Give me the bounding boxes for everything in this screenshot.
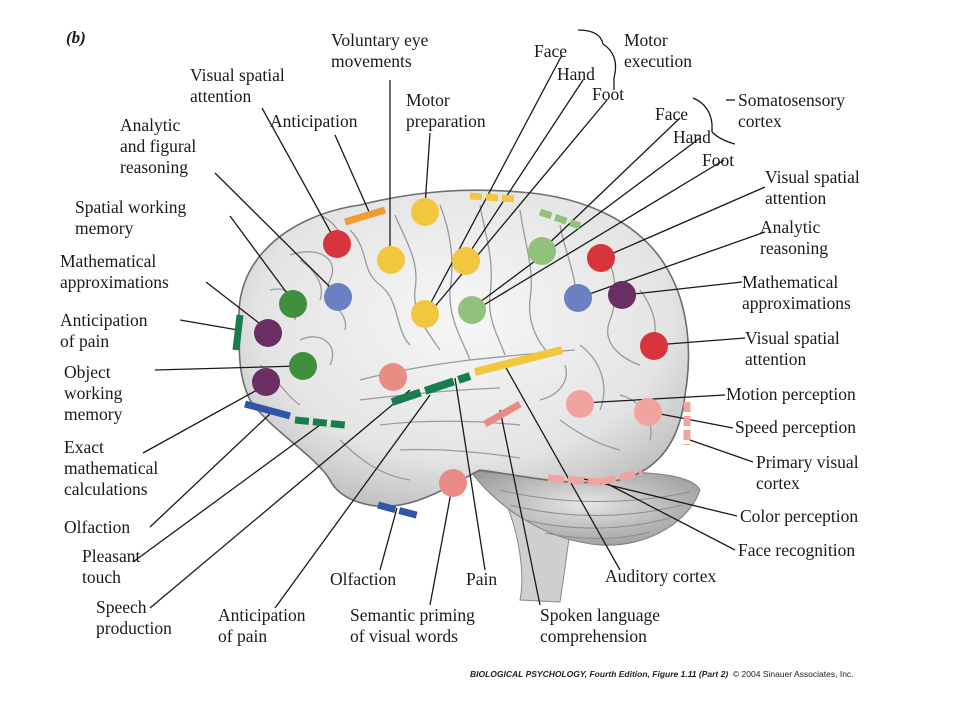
region-bars <box>232 192 691 520</box>
region-marks <box>252 198 668 497</box>
panel-label: (b) <box>66 28 86 47</box>
credit-title: BIOLOGICAL PSYCHOLOGY, Fourth Edition, F… <box>470 669 729 679</box>
label-pleasant-touch: Pleasant touch <box>82 546 141 587</box>
label-motor-foot: Foot <box>592 84 625 104</box>
anticipation-region <box>343 206 387 226</box>
label-olfaction-bottom: Olfaction <box>330 569 397 589</box>
face-recognition-region <box>599 468 643 486</box>
label-exact-math: Exact mathematical calculations <box>64 437 159 499</box>
label-analytic-reasoning: Analytic reasoning <box>760 217 829 258</box>
spatial-working-memory-region <box>279 290 307 318</box>
pain-region <box>439 469 467 497</box>
motor-preparation-region <box>411 198 439 226</box>
anticipation-of-pain-frontal-region <box>232 314 244 351</box>
spoken-language-region <box>474 346 563 376</box>
math-approximations-parietal <box>608 281 636 309</box>
voluntary-eye-movements-region <box>377 246 405 274</box>
visual-spatial-attention-parietal-1 <box>587 244 615 272</box>
label-spoken-language: Spoken language comprehension <box>540 605 661 646</box>
label-spatial-working-memory: Spatial working memory <box>75 197 187 238</box>
label-math-approx-left: Mathematical approximations <box>60 251 169 292</box>
label-analytic-figural-reasoning: Analytic and figural reasoning <box>120 115 197 177</box>
label-olfaction-left: Olfaction <box>64 517 131 537</box>
label-anticipation: Anticipation <box>270 111 358 131</box>
label-anticipation-of-pain-bottom: Anticipation of pain <box>218 605 306 646</box>
anticipation-of-pain-temporal <box>390 372 472 406</box>
visual-spatial-attention-frontal <box>323 230 351 258</box>
label-sensory-face: Face <box>655 104 689 124</box>
label-color-perception: Color perception <box>740 506 859 526</box>
speech-production-region <box>379 363 407 391</box>
label-face-recognition: Face recognition <box>738 540 856 560</box>
label-auditory-cortex: Auditory cortex <box>605 566 717 586</box>
label-motor-face: Face <box>534 41 568 61</box>
motor-execution-face <box>469 192 516 203</box>
label-speech-production: Speech production <box>96 597 172 638</box>
label-semantic-priming: Semantic priming of visual words <box>350 605 475 646</box>
label-voluntary-eye-movements: Voluntary eye movements <box>331 30 429 71</box>
label-motor-hand: Hand <box>557 64 595 84</box>
olfaction-frontal-region <box>244 400 291 420</box>
speed-perception-region <box>634 398 662 426</box>
cerebellum-folia <box>499 489 691 540</box>
object-working-memory-region <box>289 352 317 380</box>
label-anticipation-of-pain-left: Anticipation of pain <box>60 310 148 351</box>
visual-spatial-attention-parietal-2 <box>640 332 668 360</box>
somatosensory-foot <box>538 208 582 230</box>
analytic-reasoning-parietal <box>564 284 592 312</box>
label-object-working-memory: Object working memory <box>64 362 123 424</box>
motor-execution-foot <box>411 300 439 328</box>
figure-credit: BIOLOGICAL PSYCHOLOGY, Fourth Edition, F… <box>470 669 854 679</box>
label-somatosensory-cortex: Somatosensory cortex <box>738 90 845 131</box>
cerebrum <box>238 189 690 508</box>
label-motion-perception: Motion perception <box>726 384 856 404</box>
label-sensory-hand: Hand <box>673 127 711 147</box>
label-visual-spatial-attention-r2: Visual spatial attention <box>745 328 840 369</box>
label-pain: Pain <box>466 569 498 589</box>
leader-lines <box>132 29 766 609</box>
semantic-priming-region <box>483 400 522 428</box>
pleasant-touch-region <box>294 416 346 429</box>
motor-execution-hand <box>452 247 480 275</box>
label-motor-execution: Motor execution <box>624 30 693 71</box>
label-visual-spatial-attention-top: Visual spatial attention <box>190 65 285 106</box>
label-primary-visual-cortex: Primary visual cortex <box>756 452 859 493</box>
analytic-figural-reasoning-region <box>324 283 352 311</box>
label-motor-preparation: Motor preparation <box>406 90 486 131</box>
credit-copyright: © 2004 Sinauer Associates, Inc. <box>732 669 854 679</box>
somatosensory-face <box>528 237 556 265</box>
label-sensory-foot: Foot <box>702 150 735 170</box>
label-visual-spatial-attention-r1: Visual spatial attention <box>765 167 860 208</box>
exact-math-region <box>252 368 280 396</box>
label-math-approx-right: Mathematical approximations <box>742 272 851 313</box>
olfaction-temporal-region <box>377 501 421 520</box>
color-perception-region <box>547 474 601 486</box>
motion-perception-region <box>566 390 594 418</box>
somatosensory-hand <box>458 296 486 324</box>
math-approximations-frontal-region <box>254 319 282 347</box>
label-speed-perception: Speed perception <box>735 417 856 437</box>
